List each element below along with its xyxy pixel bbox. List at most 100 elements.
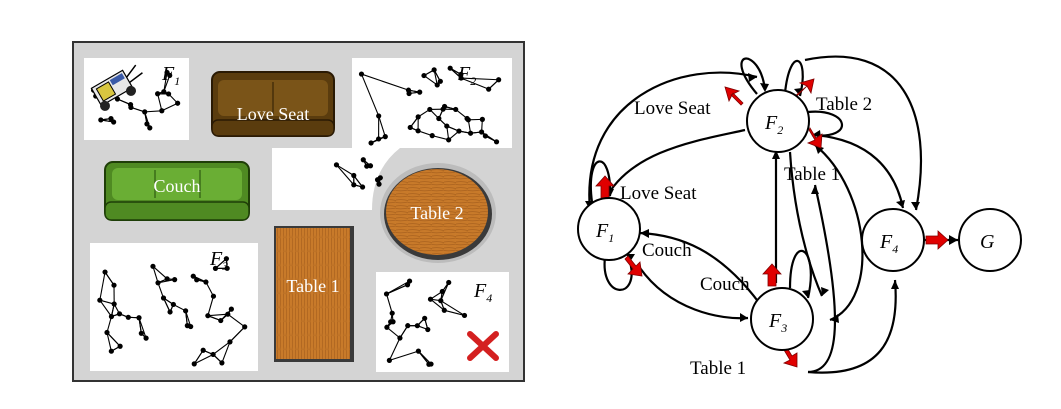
edge-label-f3-couch: Couch [700,274,750,295]
network-node [416,349,421,354]
red-arrow-f2-table2 [795,79,814,96]
network-node [161,89,166,94]
network-node [376,182,381,187]
node-f1: F1 [578,198,640,260]
network-node [368,163,373,168]
network-node [165,276,170,281]
network-node [361,157,366,162]
svg-text:G: G [980,231,995,253]
network-node [183,308,188,313]
network-node [191,274,196,279]
network-node [166,91,171,96]
network-node [384,325,389,330]
network-node [97,298,102,303]
network-node [468,131,473,136]
network-node [427,107,432,112]
network-node [192,361,197,366]
network-node [360,184,365,189]
network-node [436,116,441,121]
edge-f2-self-right [808,112,842,136]
network-node [188,324,193,329]
edge-label-f2-love-seat: Love Seat [634,98,711,119]
network-node [150,264,155,269]
network-node [384,291,389,296]
couch-furniture: Couch [105,162,249,220]
network-node [227,339,232,344]
network-node [440,289,445,294]
network-node [453,107,458,112]
network-node [368,140,373,145]
network-node [448,66,453,71]
network-node [112,301,117,306]
network-node [446,280,451,285]
network-node [494,139,499,144]
network-node [175,101,180,106]
network-node [205,313,210,318]
network-node [111,119,116,124]
network-node [406,88,411,93]
network-node [438,79,443,84]
red-arrow-f1-couch [625,256,642,276]
network-node [161,295,166,300]
network-node [442,308,447,313]
network-node [387,358,392,363]
network-node [376,136,381,141]
node-f2: F2 [747,90,809,152]
network-node [415,323,420,328]
network-node [430,133,435,138]
red-arrow-f3-couch [763,264,781,286]
network-node [211,294,216,299]
table2-label: Table 2 [410,203,463,223]
network-node [417,90,422,95]
network-node [201,348,206,353]
network-node [438,298,443,303]
network-node [104,330,109,335]
edge-label-f3-table1: Table 1 [690,358,746,379]
network-node [229,307,234,312]
network-node [415,128,420,133]
network-node [421,73,426,78]
edge-label-f1-love-seat: Love Seat [620,183,697,204]
network-node [405,282,410,287]
network-node [139,331,144,336]
transition-graph: F2 F1 F3 F4 G Love Seat Table 2 Table 1 … [578,57,1021,379]
network-node [142,109,147,114]
love-seat-label: Love Seat [237,104,309,124]
network-node [432,67,437,72]
network-node [144,121,149,126]
network-node [159,108,164,113]
room-f4-region [376,272,509,372]
edge-label-f2-table1: Table 1 [784,164,840,185]
network-node [496,77,501,82]
network-node [405,323,410,328]
table1-furniture: Table 1 [274,226,354,362]
network-node [203,279,208,284]
node-g: G [959,209,1021,271]
node-f3: F3 [751,288,813,350]
network-node [416,114,421,119]
network-node [408,125,413,130]
network-node [440,107,445,112]
network-node [109,314,114,319]
network-node [390,311,395,316]
network-node [383,134,388,139]
network-node [428,361,433,366]
network-node [102,269,107,274]
network-node [155,91,160,96]
network-node [118,344,123,349]
network-node [425,327,430,332]
network-node [351,173,356,178]
network-node [111,283,116,288]
edge-f3-f4-outer [808,185,835,372]
network-node [444,123,449,128]
network-node [483,133,488,138]
edge-label-f2-table2: Table 2 [816,94,872,115]
network-node [128,102,133,107]
network-node [211,352,216,357]
node-f4: F4 [862,209,924,271]
network-node [225,312,230,317]
network-node [466,117,471,122]
network-node [462,313,467,318]
